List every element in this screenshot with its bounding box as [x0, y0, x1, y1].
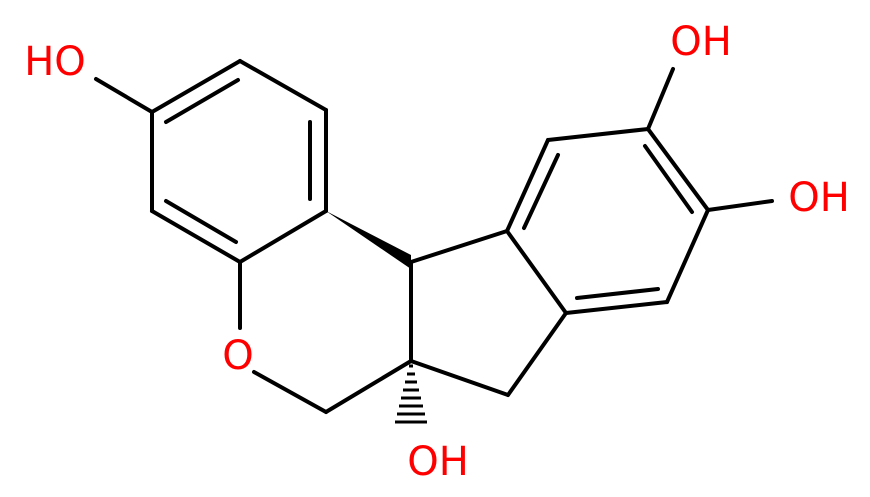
ring-oxygen-label: O	[222, 333, 253, 379]
left-benzene-ring	[150, 59, 328, 264]
hashed-bond	[395, 364, 427, 424]
bond-c-oh-topright	[646, 67, 675, 131]
cyclopentane-ring	[409, 229, 568, 397]
wedge-bond	[326, 211, 411, 269]
pyran-ring	[238, 260, 413, 414]
hydroxyl-label-right: OH	[788, 175, 850, 221]
bond-c-ho-left	[94, 77, 154, 114]
hydroxyl-label-topright: OH	[670, 19, 732, 65]
right-benzene-ring	[505, 127, 710, 315]
bond-c-oh-right	[706, 199, 774, 212]
hydroxyl-label-topleft: HO	[24, 39, 86, 85]
hydroxyl-label-bottom: OH	[407, 439, 469, 485]
